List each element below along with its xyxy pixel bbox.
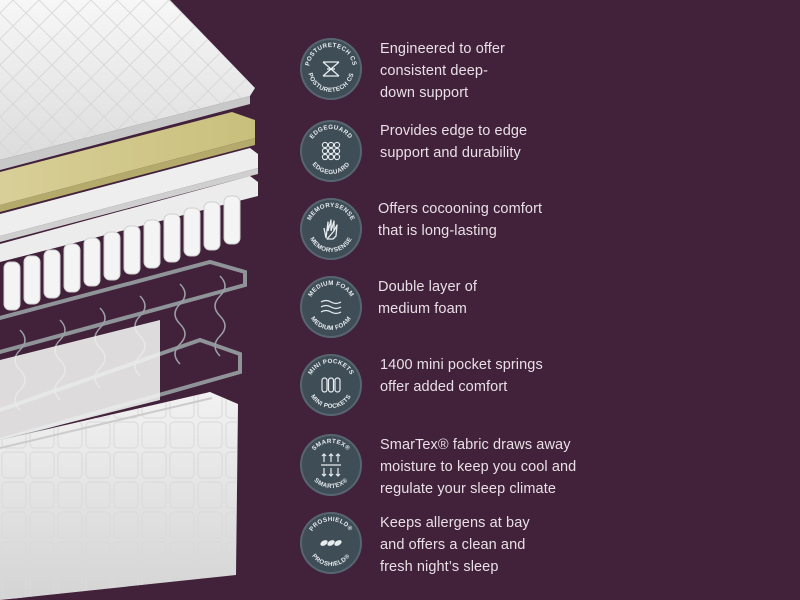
feature-line: down support [380,85,469,101]
feature-edgeguard: EDGEGUARD EDGEGUARD Provides edge to edg… [300,116,790,186]
hand-icon: MEMORYSENSE MEMORYSENSE [306,202,356,254]
svg-text:PROSHIELD®: PROSHIELD® [308,516,354,533]
feature-line: that is long-lasting [378,223,497,239]
badge-label-bottom: MEDIUM FOAM [309,315,352,332]
feature-description: 1400 mini pocket springs offer added com… [380,354,670,398]
feature-description: Engineered to offer consistent deep- dow… [380,38,670,104]
feature-line: regulate your sleep climate [380,481,556,497]
feature-medium-foam: MEDIUM FOAM MEDIUM FOAM Double layer of … [300,272,790,342]
svg-text:EDGEGUARD: EDGEGUARD [308,124,353,140]
badge-label-bottom: EDGEGUARD [311,161,352,176]
feature-posturetech: POSTURETECH CS POSTURETECH CS Engineered… [300,34,790,104]
feature-line: and offers a clean and [380,537,526,553]
mattress-cross-section-image [0,0,258,600]
feature-description: Offers cocooning comfort that is long-la… [378,198,668,242]
feature-line: Engineered to offer [380,41,505,57]
feature-mini-pockets: MINI POCKETS MINI POCKETS 1400 mini pock… [300,350,790,420]
svg-text:MEMORYSENSE: MEMORYSENSE [306,202,356,222]
mini-pockets-badge: MINI POCKETS MINI POCKETS [300,354,362,416]
mini-pocket-icon: MINI POCKETS MINI POCKETS [307,358,355,410]
foam-layers-icon: MEDIUM FOAM MEDIUM FOAM [307,280,355,332]
svg-text:MINI POCKETS: MINI POCKETS [307,358,355,376]
edge-grid-icon: EDGEGUARD EDGEGUARD [308,124,353,176]
badge-label-top: MEMORYSENSE [306,202,356,222]
feature-line: medium foam [378,301,467,317]
badge-label-top: MEDIUM FOAM [307,280,355,298]
badge-label-top: POSTURETECH CS [304,42,357,67]
edgeguard-badge: EDGEGUARD EDGEGUARD [300,120,362,182]
feature-description: Keeps allergens at bay and offers a clea… [380,512,670,578]
feature-line: offer added comfort [380,379,508,395]
feature-line: fresh night’s sleep [380,559,499,575]
feature-line: moisture to keep you cool and [380,459,577,475]
svg-text:EDGEGUARD: EDGEGUARD [311,161,352,176]
feature-line: Double layer of [378,279,478,295]
svg-text:POSTURETECH CS: POSTURETECH CS [304,42,358,67]
svg-text:MINI POCKETS: MINI POCKETS [309,393,353,410]
badge-label-top: PROSHIELD® [308,516,353,533]
feature-memorysense: MEMORYSENSE MEMORYSENSE Offers cocooning… [300,194,790,264]
svg-text:MEDIUM FOAM: MEDIUM FOAM [307,280,355,298]
badge-label-top: SMARTEX® [311,438,351,452]
memorysense-badge: MEMORYSENSE MEMORYSENSE [300,198,362,260]
shield-braid-icon: PROSHIELD® PROSHIELD® [308,516,354,568]
feature-smartex: SMARTEX® SMARTEX® [300,430,790,500]
spring-coil-icon: POSTURETECH CS POSTURETECH CS [304,42,358,94]
feature-line: SmarTex® fabric draws away [380,437,571,453]
badge-label-top: EDGEGUARD [308,124,353,140]
svg-text:SMARTEX®: SMARTEX® [311,438,352,452]
badge-label-top: MINI POCKETS [307,358,355,376]
badge-label-bottom: MINI POCKETS [309,393,352,410]
badge-label-bottom: PROSHIELD® [310,553,351,568]
feature-line: Provides edge to edge [380,123,528,139]
feature-line: support and durability [380,145,521,161]
feature-list: POSTURETECH CS POSTURETECH CS Engineered… [300,30,790,600]
medium-foam-badge: MEDIUM FOAM MEDIUM FOAM [300,276,362,338]
feature-description: SmarTex® fabric draws away moisture to k… [380,434,670,500]
proshield-badge: PROSHIELD® PROSHIELD® [300,512,362,574]
badge-label-bottom: SMARTEX® [313,477,349,490]
svg-text:SMARTEX®: SMARTEX® [313,477,350,490]
svg-text:PROSHIELD®: PROSHIELD® [310,553,351,568]
feature-line: Offers cocooning comfort [378,201,543,217]
feature-line: consistent deep- [380,63,488,79]
smartex-badge: SMARTEX® SMARTEX® [300,434,362,496]
svg-text:MEDIUM FOAM: MEDIUM FOAM [309,315,353,332]
feature-proshield: PROSHIELD® PROSHIELD® Keeps allergens at… [300,508,790,578]
airflow-arrows-icon: SMARTEX® SMARTEX® [311,438,352,490]
badge-label-bottom: POSTURETECH CS [306,72,355,94]
posturetech-badge: POSTURETECH CS POSTURETECH CS [300,38,362,100]
feature-description: Double layer of medium foam [378,276,668,320]
svg-text:POSTURETECH CS: POSTURETECH CS [306,72,355,94]
feature-description: Provides edge to edge support and durabi… [380,120,670,164]
feature-line: 1400 mini pocket springs [380,357,543,373]
feature-line: Keeps allergens at bay [380,515,530,531]
